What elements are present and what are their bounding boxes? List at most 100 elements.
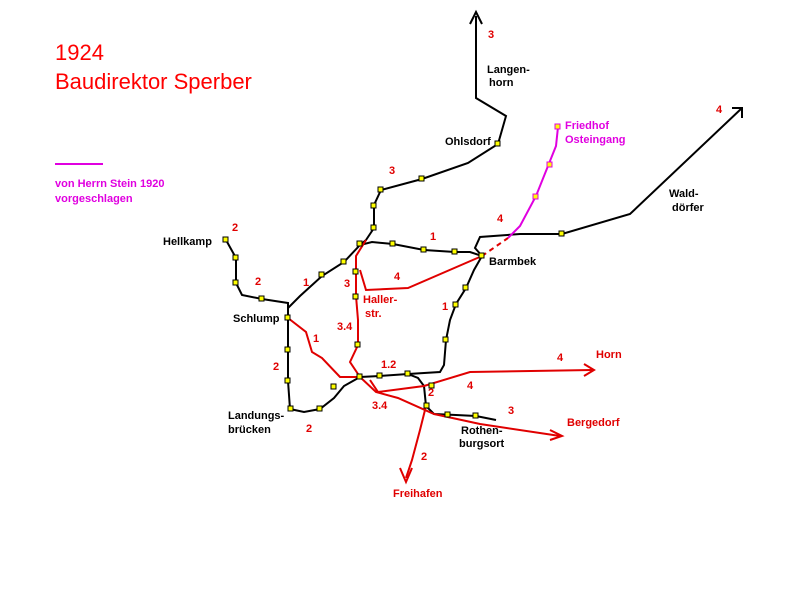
label-walddoerfer-1: Wald- [669, 188, 699, 200]
station-rothenburgsort [472, 412, 479, 419]
line-number: 1 [303, 277, 309, 289]
station-barmbek [478, 252, 485, 259]
line-number: 1.2 [381, 359, 396, 371]
station [546, 161, 553, 168]
station [442, 336, 449, 343]
label-langenhorn-1: Langen- [487, 64, 530, 76]
line-number: 2 [428, 387, 434, 399]
line-hallerstr [348, 239, 367, 378]
line-schlump-center [287, 317, 360, 378]
station [340, 258, 347, 265]
line-number: 2 [273, 361, 279, 373]
line-langenhorn [359, 16, 508, 246]
label-hallerstr-1: Haller- [363, 294, 398, 306]
map-title-author: Baudirektor Sperber [55, 69, 252, 94]
line-landungsbruecken [287, 318, 361, 414]
station [284, 346, 291, 353]
stations-proposed [532, 123, 561, 200]
line-number: 3 [488, 29, 494, 41]
planned-lines [287, 239, 593, 479]
label-horn: Horn [596, 349, 622, 361]
line-number: 1 [313, 333, 319, 345]
label-hallerstr-2: str. [365, 308, 382, 320]
station [428, 382, 435, 389]
line-haller-barmbek [359, 255, 483, 292]
label-friedhof-2: Osteingang [565, 134, 626, 146]
label-rothenburgsort-1: Rothen- [461, 425, 503, 437]
line-number: 4 [467, 380, 474, 392]
station [232, 279, 239, 286]
line-number: 4 [394, 271, 401, 283]
station [370, 202, 377, 209]
label-walddoerfer-2: dörfer [672, 202, 705, 214]
label-landungsbruecken-1: Landungs- [228, 410, 285, 422]
existing-lines [225, 16, 743, 421]
legend: von Herrn Stein 1920 vorgeschlagen [55, 177, 164, 207]
line-number: 1 [430, 231, 436, 243]
line-walddoerfer [473, 107, 743, 257]
label-barmbek: Barmbek [489, 256, 537, 268]
legend-text-line1: von Herrn Stein 1920 [55, 178, 165, 190]
line-number: 4 [497, 213, 504, 225]
station-hallerstr [352, 268, 359, 275]
station [532, 193, 539, 200]
label-ohlsdorf: Ohlsdorf [445, 136, 491, 148]
station [318, 271, 325, 278]
arrow-horn [583, 363, 596, 377]
arrow-bergedorf [549, 429, 565, 441]
station [316, 405, 323, 412]
station-hellkamp [222, 236, 229, 243]
arrow-walddoerfer [732, 107, 743, 118]
station [423, 402, 430, 409]
station [330, 383, 337, 390]
line-freihafen [405, 405, 427, 479]
station [377, 186, 384, 193]
station-friedhof-osteingang [554, 123, 561, 130]
line-number: 2 [255, 276, 261, 288]
line-number: 3.4 [372, 400, 388, 412]
station-center [356, 373, 363, 380]
map-title-year: 1924 [55, 40, 104, 65]
line-number: 4 [716, 104, 723, 116]
label-hellkamp: Hellkamp [163, 236, 212, 248]
station [356, 240, 363, 247]
line-number: 1 [442, 301, 448, 313]
station [258, 295, 265, 302]
label-friedhof-1: Friedhof [565, 120, 609, 132]
station [420, 246, 427, 253]
station [354, 341, 361, 348]
line-number: 3 [508, 405, 514, 417]
label-bergedorf: Bergedorf [567, 417, 620, 429]
station [389, 240, 396, 247]
line-number: 3 [389, 165, 395, 177]
station [418, 175, 425, 182]
line-number: 4 [557, 352, 564, 364]
station-landungsbruecken [287, 405, 294, 412]
line-rothenburgsort [407, 373, 497, 421]
line-number: 3.4 [337, 321, 353, 333]
arrow-langenhorn [469, 9, 483, 25]
legend-text-line2: vorgeschlagen [55, 193, 133, 205]
line-friedhof-osteingang [507, 126, 559, 239]
station-hallerstr [352, 293, 359, 300]
station [232, 254, 239, 261]
station-schlump [284, 314, 291, 321]
line-bergedorf [359, 376, 561, 437]
station [462, 284, 469, 291]
station [558, 230, 565, 237]
label-freihafen: Freihafen [393, 488, 443, 500]
station [404, 370, 411, 377]
line-number: 2 [421, 451, 427, 463]
station [376, 372, 383, 379]
station-ohlsdorf [494, 140, 501, 147]
line-horn [369, 369, 593, 394]
label-rothenburgsort-2: burgsort [459, 438, 505, 450]
station [284, 377, 291, 384]
station [444, 411, 451, 418]
station [452, 301, 459, 308]
line-barmbek-friedhof-dashed [481, 237, 509, 257]
label-landungsbruecken-2: brücken [228, 424, 271, 436]
station [451, 248, 458, 255]
stations [222, 140, 565, 419]
